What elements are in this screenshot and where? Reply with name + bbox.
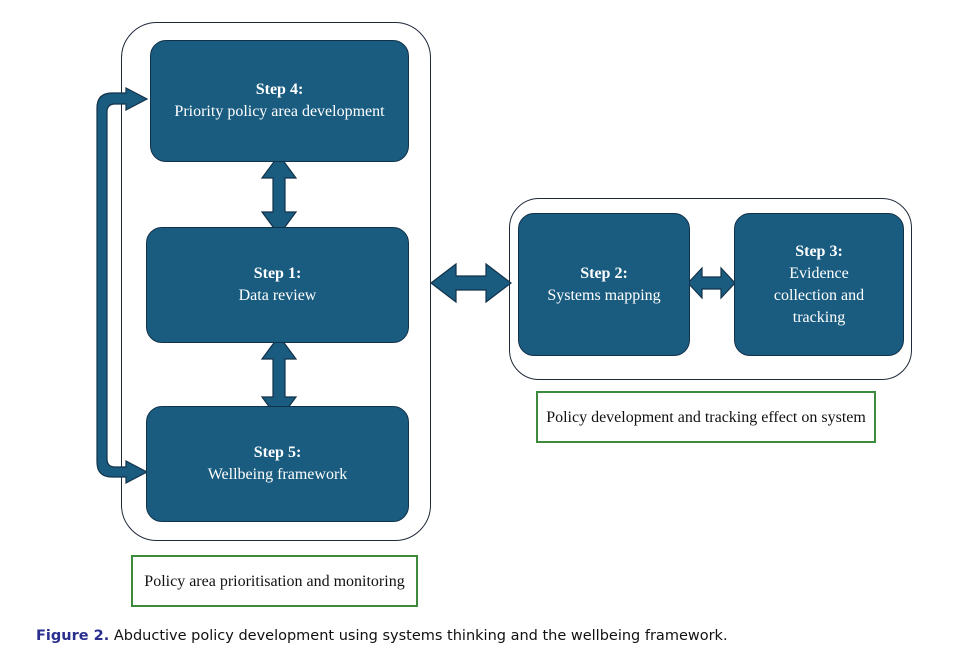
caption-right-text: Policy development and tracking effect o… xyxy=(546,408,866,426)
step-4-box: Step 4: Priority policy area development xyxy=(150,40,409,162)
step-1-box: Step 1: Data review xyxy=(146,227,409,343)
caption-left-text: Policy area prioritisation and monitorin… xyxy=(144,572,405,590)
caption-policy-area-prioritisation: Policy area prioritisation and monitorin… xyxy=(131,555,418,607)
step-3-box: Step 3: Evidence collection and tracking xyxy=(734,213,904,356)
arrow-loop-step5-step4 xyxy=(96,87,149,484)
figure-caption: Figure 2. Abductive policy development u… xyxy=(36,628,728,644)
step-4-title: Step 4: xyxy=(255,81,304,98)
arrow-step2-step3 xyxy=(687,266,736,300)
figure-label: Figure 2. xyxy=(36,628,110,644)
caption-policy-development-tracking: Policy development and tracking effect o… xyxy=(536,391,876,443)
step-3-title: Step 3: xyxy=(795,242,843,260)
arrow-step4-step1 xyxy=(260,153,298,237)
step-3-desc: Evidence collection and tracking xyxy=(773,264,865,326)
step-2-desc: Systems mapping xyxy=(547,286,661,304)
step-5-desc: Wellbeing framework xyxy=(207,466,348,483)
step-2-box: Step 2: Systems mapping xyxy=(518,213,690,356)
figure-caption-text: Abductive policy development using syste… xyxy=(113,628,728,644)
step-2-title: Step 2: xyxy=(580,264,628,282)
step-5-box: Step 5: Wellbeing framework xyxy=(146,406,409,522)
step-5-title: Step 5: xyxy=(253,444,302,461)
arrow-left-right-groups xyxy=(430,262,512,304)
step-4-desc: Priority policy area development xyxy=(174,103,385,120)
step-1-desc: Data review xyxy=(238,287,317,304)
step-1-title: Step 1: xyxy=(253,265,302,282)
